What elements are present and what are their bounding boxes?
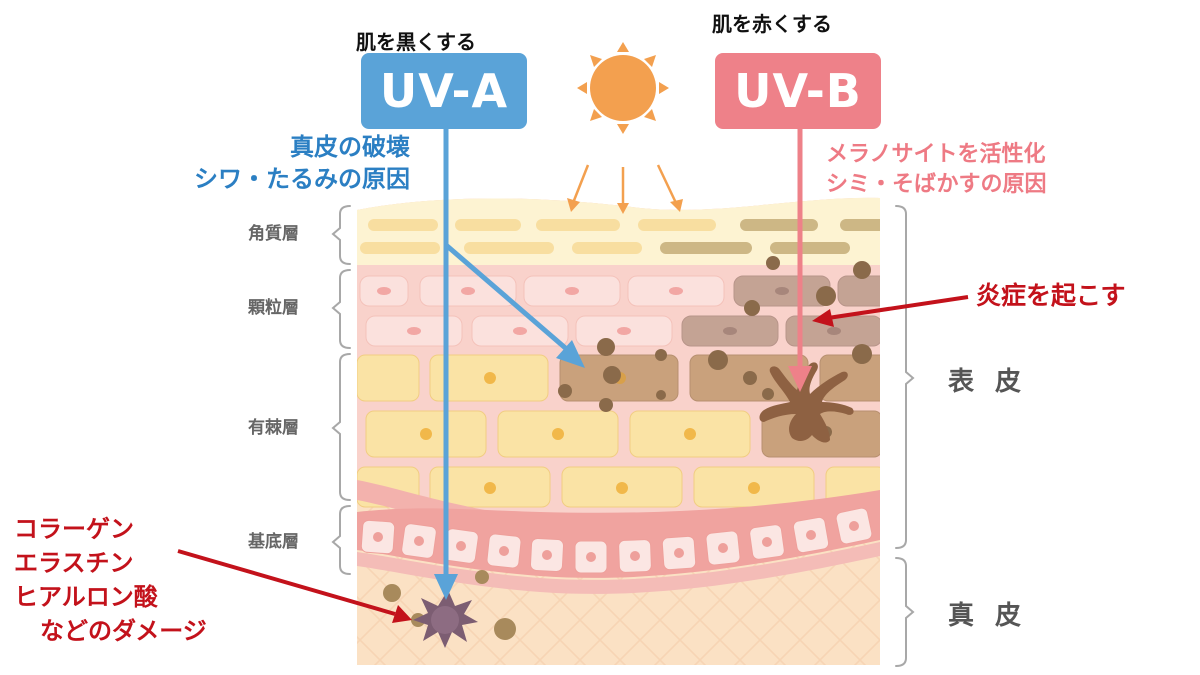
uvb-note: メラノサイトを活性化 シミ・そばかすの原因 bbox=[826, 140, 1046, 200]
damage-line-elastin: エラスチン bbox=[14, 549, 134, 577]
damage-line-hyaluronic: ヒアルロン酸 bbox=[14, 583, 158, 611]
skin-layers bbox=[357, 197, 880, 665]
granular-cells bbox=[359, 275, 880, 347]
uva-note: 真皮の破壊 シワ・たるみの原因 bbox=[194, 131, 410, 195]
corneum-cells bbox=[360, 219, 880, 254]
layer-brackets-left bbox=[331, 205, 915, 667]
red-callout-arrows bbox=[177, 295, 969, 623]
layer-label-spinous: 有棘層 bbox=[248, 418, 299, 438]
damage-line-summary: などのダメージ bbox=[40, 617, 207, 645]
uva-arrow-diagonal bbox=[444, 243, 572, 354]
inflammation-label: 炎症を起こす bbox=[976, 281, 1126, 310]
uvb-note-line1: メラノサイトを活性化 bbox=[826, 142, 1046, 167]
sun-icon bbox=[567, 42, 683, 214]
uva-note-line2: シワ・たるみの原因 bbox=[194, 165, 410, 193]
layer-label-basal: 基底層 bbox=[248, 532, 299, 552]
uva-effect-label: 肌を黒くする bbox=[356, 30, 476, 54]
uva-box: UV-A bbox=[361, 53, 527, 129]
damage-line-collagen: コラーゲン bbox=[14, 515, 134, 543]
spinous-cells bbox=[357, 354, 880, 508]
dermis-label: 真 皮 bbox=[948, 601, 1028, 631]
epidermis-label: 表 皮 bbox=[948, 367, 1028, 397]
layer-label-corneum: 角質層 bbox=[248, 224, 299, 244]
damage-list: コラーゲン エラスチン ヒアルロン酸 などのダメージ bbox=[14, 512, 207, 648]
uvb-note-line2: シミ・そばかすの原因 bbox=[826, 172, 1047, 197]
uvb-effect-label: 肌を赤くする bbox=[712, 12, 832, 36]
uva-note-line1: 真皮の破壊 bbox=[290, 133, 410, 161]
uvb-box: UV-B bbox=[715, 53, 881, 129]
melanocyte bbox=[759, 362, 854, 443]
layer-label-granular: 顆粒層 bbox=[248, 298, 299, 318]
